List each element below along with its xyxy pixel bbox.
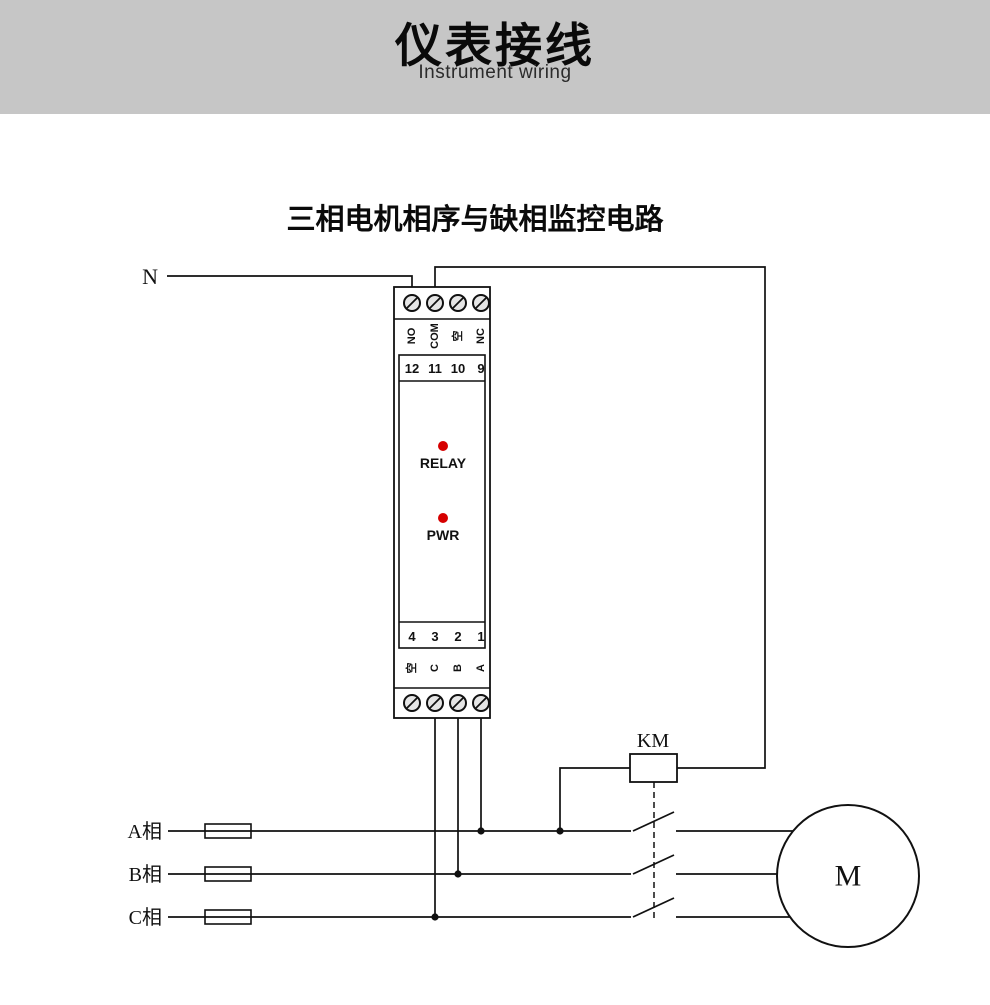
terminal-label: NC [475, 328, 487, 344]
screw-slot-icon [429, 697, 441, 709]
top-terminal-numbers: 12 11 10 9 [405, 361, 485, 376]
module-face [398, 354, 486, 649]
terminal-label: B [452, 664, 464, 672]
neutral-wire [167, 275, 413, 287]
terminal-label: C [429, 664, 441, 672]
bottom-terminal-screws [403, 694, 490, 712]
fuse-c-icon [204, 909, 252, 925]
terminal-number: 12 [405, 361, 419, 376]
header-banner: 仪表接线 Instrument wiring [0, 0, 990, 114]
terminal-label: 空 [450, 331, 464, 342]
motor-label: M [835, 860, 862, 893]
phase-a-label: A相 [128, 820, 162, 843]
power-led-icon [438, 513, 448, 523]
terminal-label: NO [406, 327, 418, 344]
terminal-label: A [475, 664, 487, 672]
com-to-contactor-wire [434, 266, 766, 769]
relay-module: NO COM 空 NC 12 11 10 9 RELAY PWR 4 3 2 1… [393, 286, 491, 719]
coil-to-phase-a-wire [559, 767, 630, 831]
terminal-number: 11 [428, 361, 442, 376]
contactor-label: KM [637, 730, 669, 752]
phase-b-label: B相 [129, 863, 162, 886]
terminal-number: 1 [477, 629, 484, 644]
junction-dots [431, 827, 564, 921]
screw-slot-icon [406, 297, 418, 309]
junction-dot [454, 870, 462, 878]
power-led-label: PWR [427, 527, 460, 543]
bottom-terminal-numbers: 4 3 2 1 [408, 629, 484, 644]
terminal-number: 10 [451, 361, 465, 376]
wiring-lines [167, 266, 793, 918]
junction-dot [431, 913, 439, 921]
relay-led-label: RELAY [420, 455, 467, 471]
junction-dot [556, 827, 564, 835]
terminal-number: 4 [408, 629, 416, 644]
fuse-a-icon [204, 823, 252, 839]
screw-slot-icon [452, 297, 464, 309]
screw-slot-icon [406, 697, 418, 709]
top-terminal-screws [403, 294, 490, 312]
screw-slot-icon [429, 297, 441, 309]
screw-slot-icon [475, 297, 487, 309]
page-title: 仪表接线 [395, 19, 595, 72]
fuses [204, 823, 252, 925]
phase-c-label: C相 [129, 906, 162, 929]
top-terminal-labels: NO COM 空 NC [406, 323, 487, 349]
module-body [393, 286, 491, 719]
screw-slot-icon [475, 697, 487, 709]
motor: M [776, 804, 920, 948]
screw-slot-icon [452, 697, 464, 709]
neutral-label: N [142, 264, 158, 289]
page-subtitle: Instrument wiring [418, 61, 572, 83]
contactor-coil: KM [629, 730, 678, 783]
terminal-number: 9 [477, 361, 484, 376]
terminal-number: 3 [431, 629, 438, 644]
fuse-b-icon [204, 866, 252, 882]
contact-blade-a [632, 811, 675, 832]
motor-circle [776, 804, 920, 948]
junction-dot [477, 827, 485, 835]
terminal-label: COM [429, 323, 441, 349]
diagram-title: 三相电机相序与缺相监控电路 [286, 204, 664, 236]
terminal-number: 2 [454, 629, 461, 644]
contactor-coil-box [629, 753, 678, 783]
bottom-terminal-labels: 空 C B A [404, 663, 487, 674]
terminal-label: 空 [404, 663, 418, 674]
relay-led-icon [438, 441, 448, 451]
